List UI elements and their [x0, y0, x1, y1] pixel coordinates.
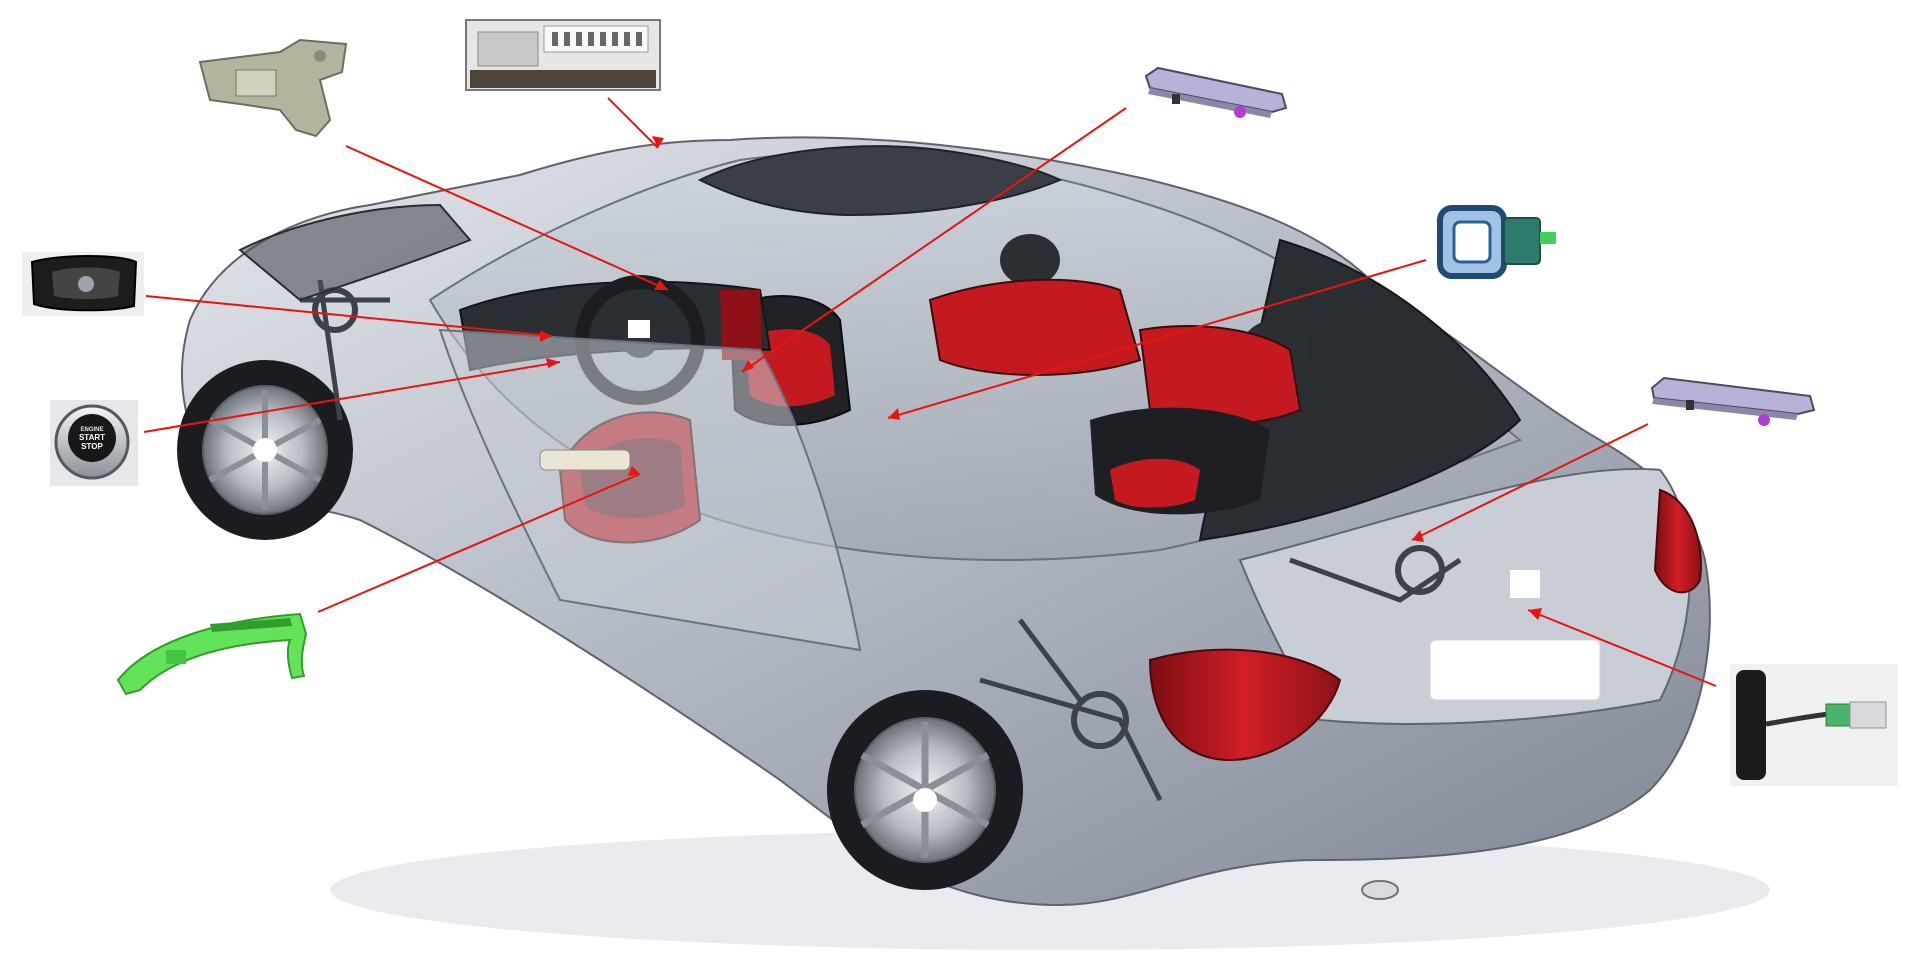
leader-door-handle — [317, 473, 641, 613]
leader-lines — [143, 97, 1717, 687]
button-text-start: START — [79, 433, 105, 442]
rear-seats — [928, 278, 1302, 515]
button-text-stop: STOP — [81, 442, 103, 451]
door-panel — [438, 328, 862, 652]
exhaust-tip — [1361, 880, 1399, 900]
rear-wheel — [827, 690, 1023, 890]
leader-key-fob — [887, 259, 1427, 419]
leader-light-rear — [1411, 423, 1649, 541]
sunroof — [697, 145, 1063, 217]
tail-light-right — [1653, 488, 1702, 594]
leader-ignition — [145, 295, 553, 337]
rear-suspension — [979, 545, 1462, 802]
trunk-release-icon — [1730, 664, 1898, 786]
front-suspension — [300, 279, 390, 421]
leader-start-stop — [143, 361, 561, 433]
start-stop-button-icon: ENGINE START STOP — [50, 400, 138, 486]
light-bar-icon-front — [1144, 66, 1288, 118]
leader-light-front — [741, 107, 1127, 373]
tail-light-left — [1148, 648, 1342, 762]
button-text-engine: ENGINE — [80, 427, 103, 433]
engine-bay — [238, 203, 472, 302]
leader-trunk-release — [1527, 609, 1717, 687]
key-fob-icon — [1437, 205, 1556, 279]
steering-lock-icon — [198, 38, 348, 138]
ignition-switch-icon — [22, 252, 144, 316]
door-handle-icon — [116, 612, 308, 696]
car-illustration — [177, 136, 1770, 950]
ecu-module-icon — [465, 19, 661, 91]
light-bar-icon-rear — [1650, 376, 1816, 426]
license-plate — [1429, 639, 1601, 701]
front-wheel — [177, 360, 353, 540]
leader-steering-lock — [345, 145, 669, 291]
leader-control-module — [607, 97, 659, 149]
